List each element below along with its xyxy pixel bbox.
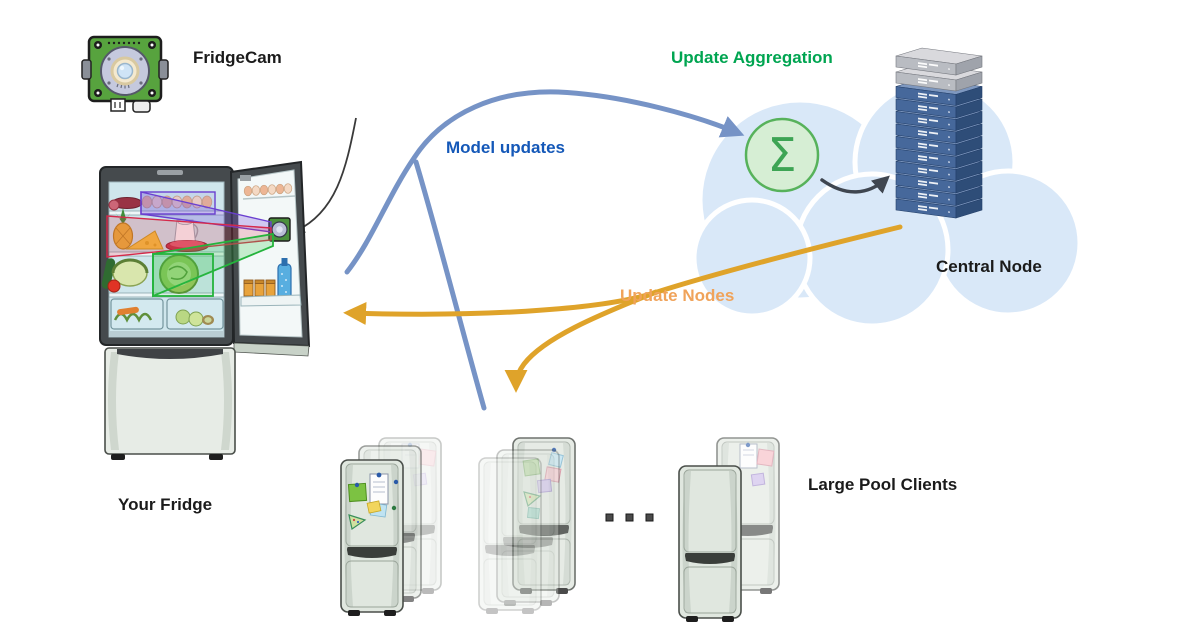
ellipsis-dots: [605, 513, 654, 522]
fridgecam-icon: [81, 35, 169, 113]
fridgecam-label: FridgeCam: [193, 48, 282, 67]
sigma-node: Σ: [744, 117, 820, 193]
detection-boxes: [106, 191, 274, 298]
detection-box-eggs: [140, 191, 216, 215]
fridge-camera: [268, 217, 291, 242]
central-node-label: Central Node: [936, 257, 1042, 276]
model-updates-arrow-from-pool: [413, 159, 487, 411]
detection-box-cabbage: [152, 253, 214, 297]
fridge-cluster-2: [478, 437, 576, 615]
large-pool-clients-label: Large Pool Clients: [808, 475, 958, 494]
server-rack-stack-icon: [895, 47, 983, 219]
fridge-cluster-1: [340, 437, 442, 617]
detection-box-meat: [106, 215, 272, 258]
model-updates-arrows: [344, 89, 745, 411]
your-fridge-label: Your Fridge: [118, 495, 213, 514]
client-pool: [340, 437, 780, 623]
sigma-icon: Σ: [767, 128, 796, 182]
update-nodes-arrows: [343, 224, 903, 393]
model-updates-arrow-from-fridge: [344, 89, 745, 275]
open-fridge-illustration: [99, 160, 311, 460]
update-nodes-label: Update Nodes: [620, 286, 735, 305]
model-updates-label: Model updates: [446, 138, 566, 157]
cloud-shape: [691, 79, 1083, 329]
update-nodes-arrow-to-pool: [504, 289, 659, 393]
fridgecam-pointer-arrow: [292, 117, 357, 233]
fridge-cluster-3: [678, 437, 780, 623]
update-aggregation-label: Update Aggregation: [671, 48, 833, 67]
sigma-to-server-arrow: [820, 175, 890, 194]
